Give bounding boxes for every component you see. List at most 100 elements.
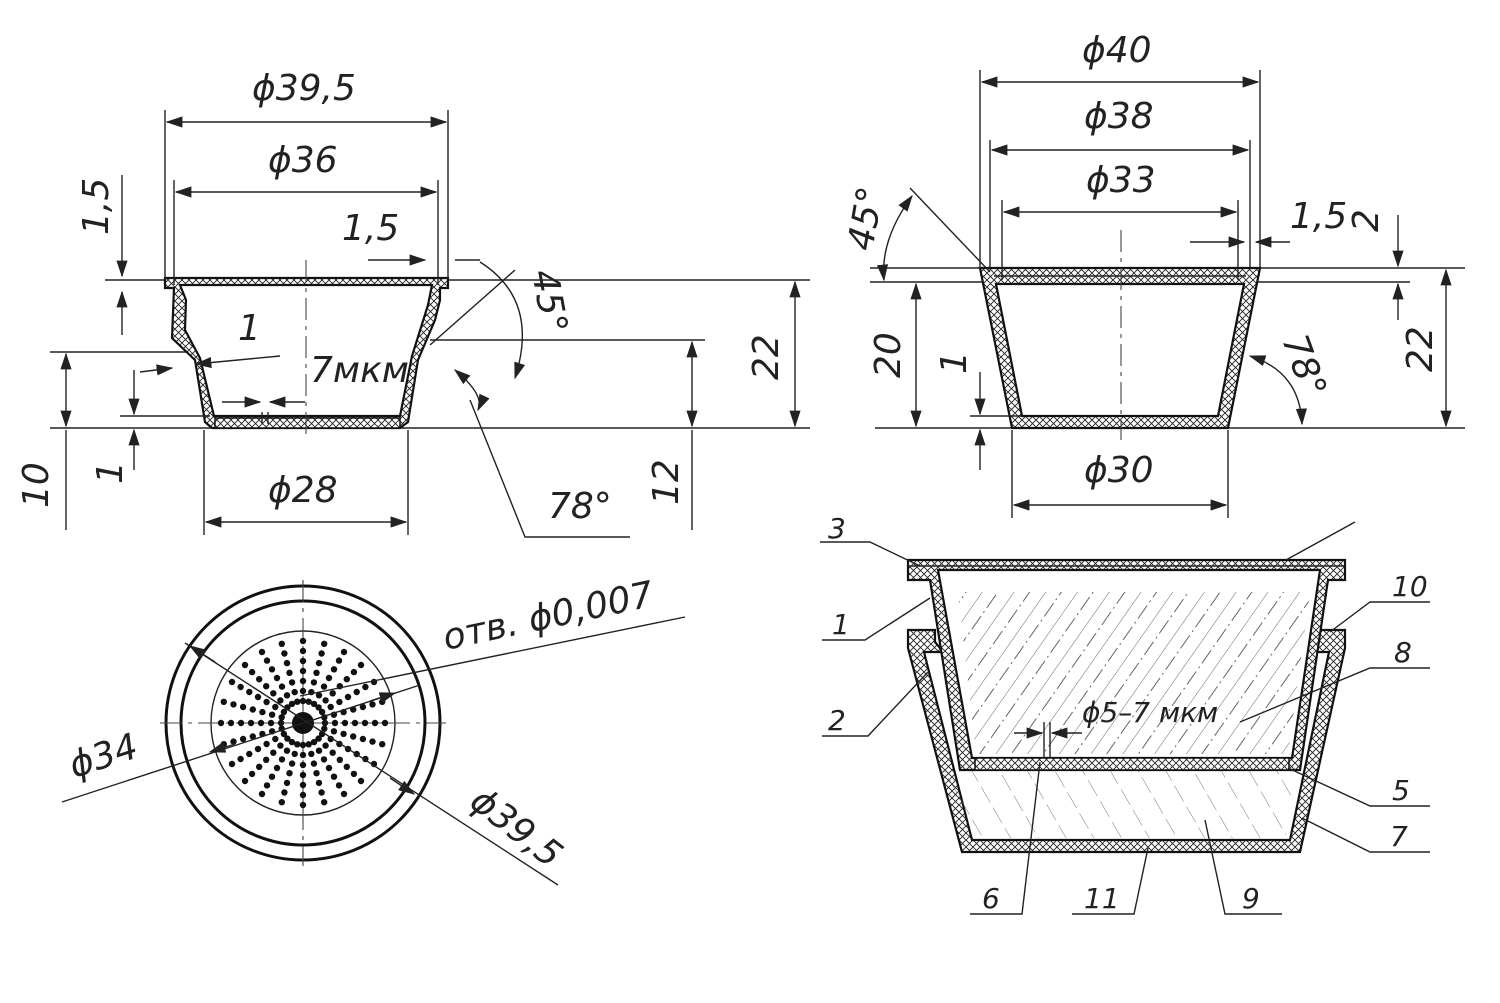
- perforation-hole: [288, 738, 296, 746]
- dim-a-d-outer: ϕ39,5: [252, 68, 356, 109]
- callout-6: 6: [982, 882, 1000, 915]
- dim-a-wall: 1: [238, 308, 261, 349]
- perforation-hole: [315, 704, 322, 711]
- callout-9: 10: [1392, 570, 1428, 603]
- perforation-hole: [369, 738, 376, 745]
- perforation-hole: [299, 667, 307, 675]
- perforation-hole: [263, 698, 270, 706]
- perforation-hole: [283, 659, 291, 667]
- perforation-hole: [272, 735, 279, 743]
- perforation-hole: [310, 738, 318, 746]
- perforation-hole: [247, 719, 255, 727]
- perforation-hole: [281, 789, 288, 796]
- dim-plan-d-inner: ϕ34: [64, 726, 143, 786]
- perforation-hole: [343, 763, 350, 770]
- perforation-hole: [239, 703, 247, 711]
- perforation-hole: [263, 740, 270, 748]
- dim-assembly-pore: ϕ5–7 мкм: [1082, 696, 1218, 729]
- callout-1: 1: [832, 608, 850, 641]
- perforation-hole: [259, 708, 266, 716]
- perforation-hole: [359, 703, 367, 711]
- perforation-hole: [280, 708, 288, 716]
- dim-b-d-inner: ϕ33: [1086, 160, 1156, 201]
- perforation-hole: [278, 799, 285, 806]
- perforation-hole: [278, 756, 286, 763]
- perforation-hole: [230, 738, 237, 745]
- perforation-hole: [294, 698, 301, 705]
- perforation-holes: [217, 637, 389, 809]
- perforation-hole: [369, 701, 376, 708]
- perforation-hole: [371, 719, 379, 727]
- dim-b-rim: 1,5: [1290, 196, 1347, 237]
- perforation-hole: [322, 742, 329, 749]
- dim-a-d-bottom: ϕ28: [268, 470, 338, 511]
- perforation-hole: [335, 782, 343, 789]
- perforation-hole: [278, 640, 285, 647]
- dim-a-rim-width: 1,5: [342, 208, 399, 249]
- perforation-hole: [283, 747, 291, 754]
- perforation-hole: [299, 791, 307, 799]
- perforation-hole: [336, 698, 343, 706]
- perforation-hole: [281, 650, 288, 657]
- perforation-hole: [299, 781, 307, 789]
- perforation-hole: [258, 790, 266, 798]
- perforation-hole: [335, 657, 343, 664]
- perforation-hole: [329, 690, 336, 697]
- dim-a-taper: 78°: [548, 486, 612, 527]
- perforation-hole: [228, 760, 236, 768]
- perforation-hole: [237, 683, 244, 691]
- perforation-hole: [379, 741, 386, 748]
- callout-11: 9: [1242, 882, 1260, 915]
- perforation-hole: [267, 719, 275, 727]
- dim-b-height-total: 22: [1400, 326, 1441, 372]
- perforation-hole: [325, 674, 333, 682]
- dim-a-step-height: 10: [16, 462, 57, 508]
- perforation-hole: [249, 706, 256, 713]
- perforation-hole: [299, 771, 307, 779]
- perforation-hole: [343, 676, 350, 683]
- perforation-hole: [220, 698, 227, 705]
- perforation-hole: [241, 777, 249, 785]
- perforation-hole: [284, 735, 291, 742]
- perforation-hole: [286, 669, 293, 676]
- dim-b-rim-h: 2: [1346, 209, 1387, 232]
- dim-b-height-inner: 20: [868, 332, 909, 378]
- perforation-hole: [344, 693, 352, 701]
- perforation-hole: [315, 747, 323, 754]
- dim-a-rim-height: 1,5: [76, 178, 117, 235]
- perforation-hole: [278, 683, 286, 690]
- perforation-hole: [351, 719, 359, 727]
- perforation-hole: [330, 728, 338, 735]
- perforation-hole: [277, 697, 284, 704]
- dim-b-chamfer: 45°: [840, 184, 891, 254]
- perforation-hole: [321, 719, 329, 727]
- perforation-hole: [268, 711, 276, 718]
- perforation-hole: [308, 750, 315, 758]
- perforation-hole: [239, 735, 247, 743]
- perforation-hole: [263, 782, 271, 789]
- perforation-hole: [288, 760, 296, 767]
- perforation-hole: [246, 688, 253, 696]
- perforation-hole: [248, 668, 256, 676]
- dim-plan-d-outer: ϕ39,5: [462, 780, 569, 876]
- perforation-hole: [268, 773, 276, 780]
- perforation-hole: [258, 648, 266, 656]
- dim-plan-holes: отв. ϕ0,007: [439, 574, 657, 659]
- perforation-hole: [248, 770, 256, 778]
- perforation-hole: [299, 647, 307, 655]
- perforation-hole: [315, 779, 323, 787]
- perforation-hole: [230, 701, 237, 708]
- perforation-hole: [315, 735, 322, 742]
- dim-a-bottom: 1: [90, 461, 131, 484]
- perforation-hole: [291, 750, 298, 758]
- callout-8: 7: [1390, 820, 1408, 853]
- dim-b-bottom: 1: [934, 351, 975, 374]
- perforation-hole: [330, 666, 338, 673]
- perforation-hole: [350, 733, 357, 740]
- perforation-hole: [299, 677, 307, 685]
- dim-b-taper: 78°: [1274, 329, 1334, 403]
- perforation-hole: [361, 719, 369, 727]
- perforation-hole: [341, 719, 349, 727]
- callout-3: 3: [828, 512, 846, 545]
